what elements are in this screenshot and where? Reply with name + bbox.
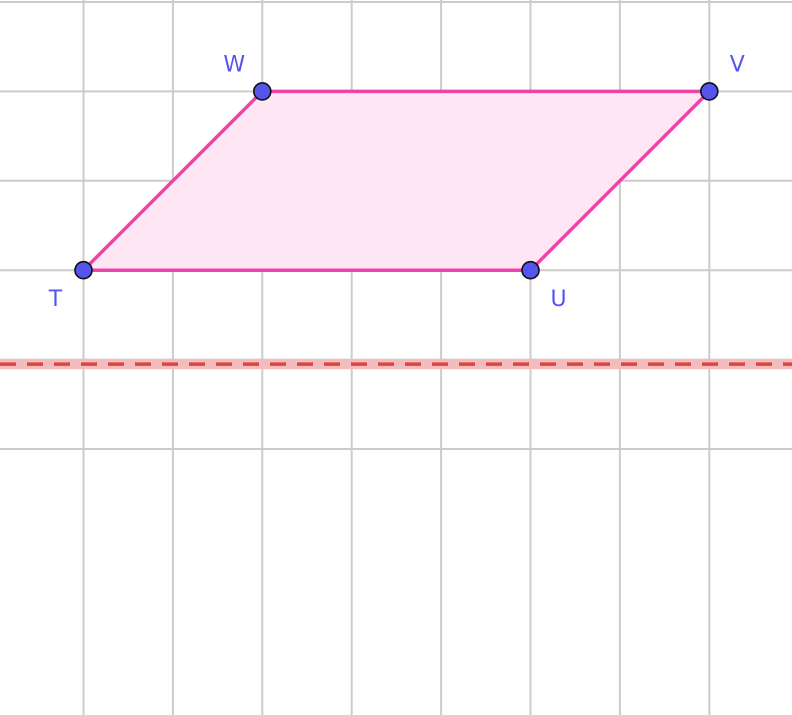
parallelogram-tuvw[interactable] bbox=[81, 89, 712, 272]
point-t[interactable] bbox=[74, 260, 93, 280]
label-v: V bbox=[730, 52, 745, 77]
label-t: T bbox=[48, 287, 63, 312]
segment-wt[interactable] bbox=[81, 89, 265, 272]
point-u[interactable] bbox=[521, 260, 540, 280]
point-v[interactable] bbox=[699, 82, 719, 101]
point-w[interactable] bbox=[252, 82, 272, 101]
label-w: W bbox=[223, 52, 245, 77]
parallelogram-fill[interactable] bbox=[83, 91, 710, 271]
label-u: U bbox=[550, 287, 566, 312]
segment-uv[interactable] bbox=[528, 89, 712, 272]
vertices[interactable]: T U V W bbox=[48, 52, 745, 312]
